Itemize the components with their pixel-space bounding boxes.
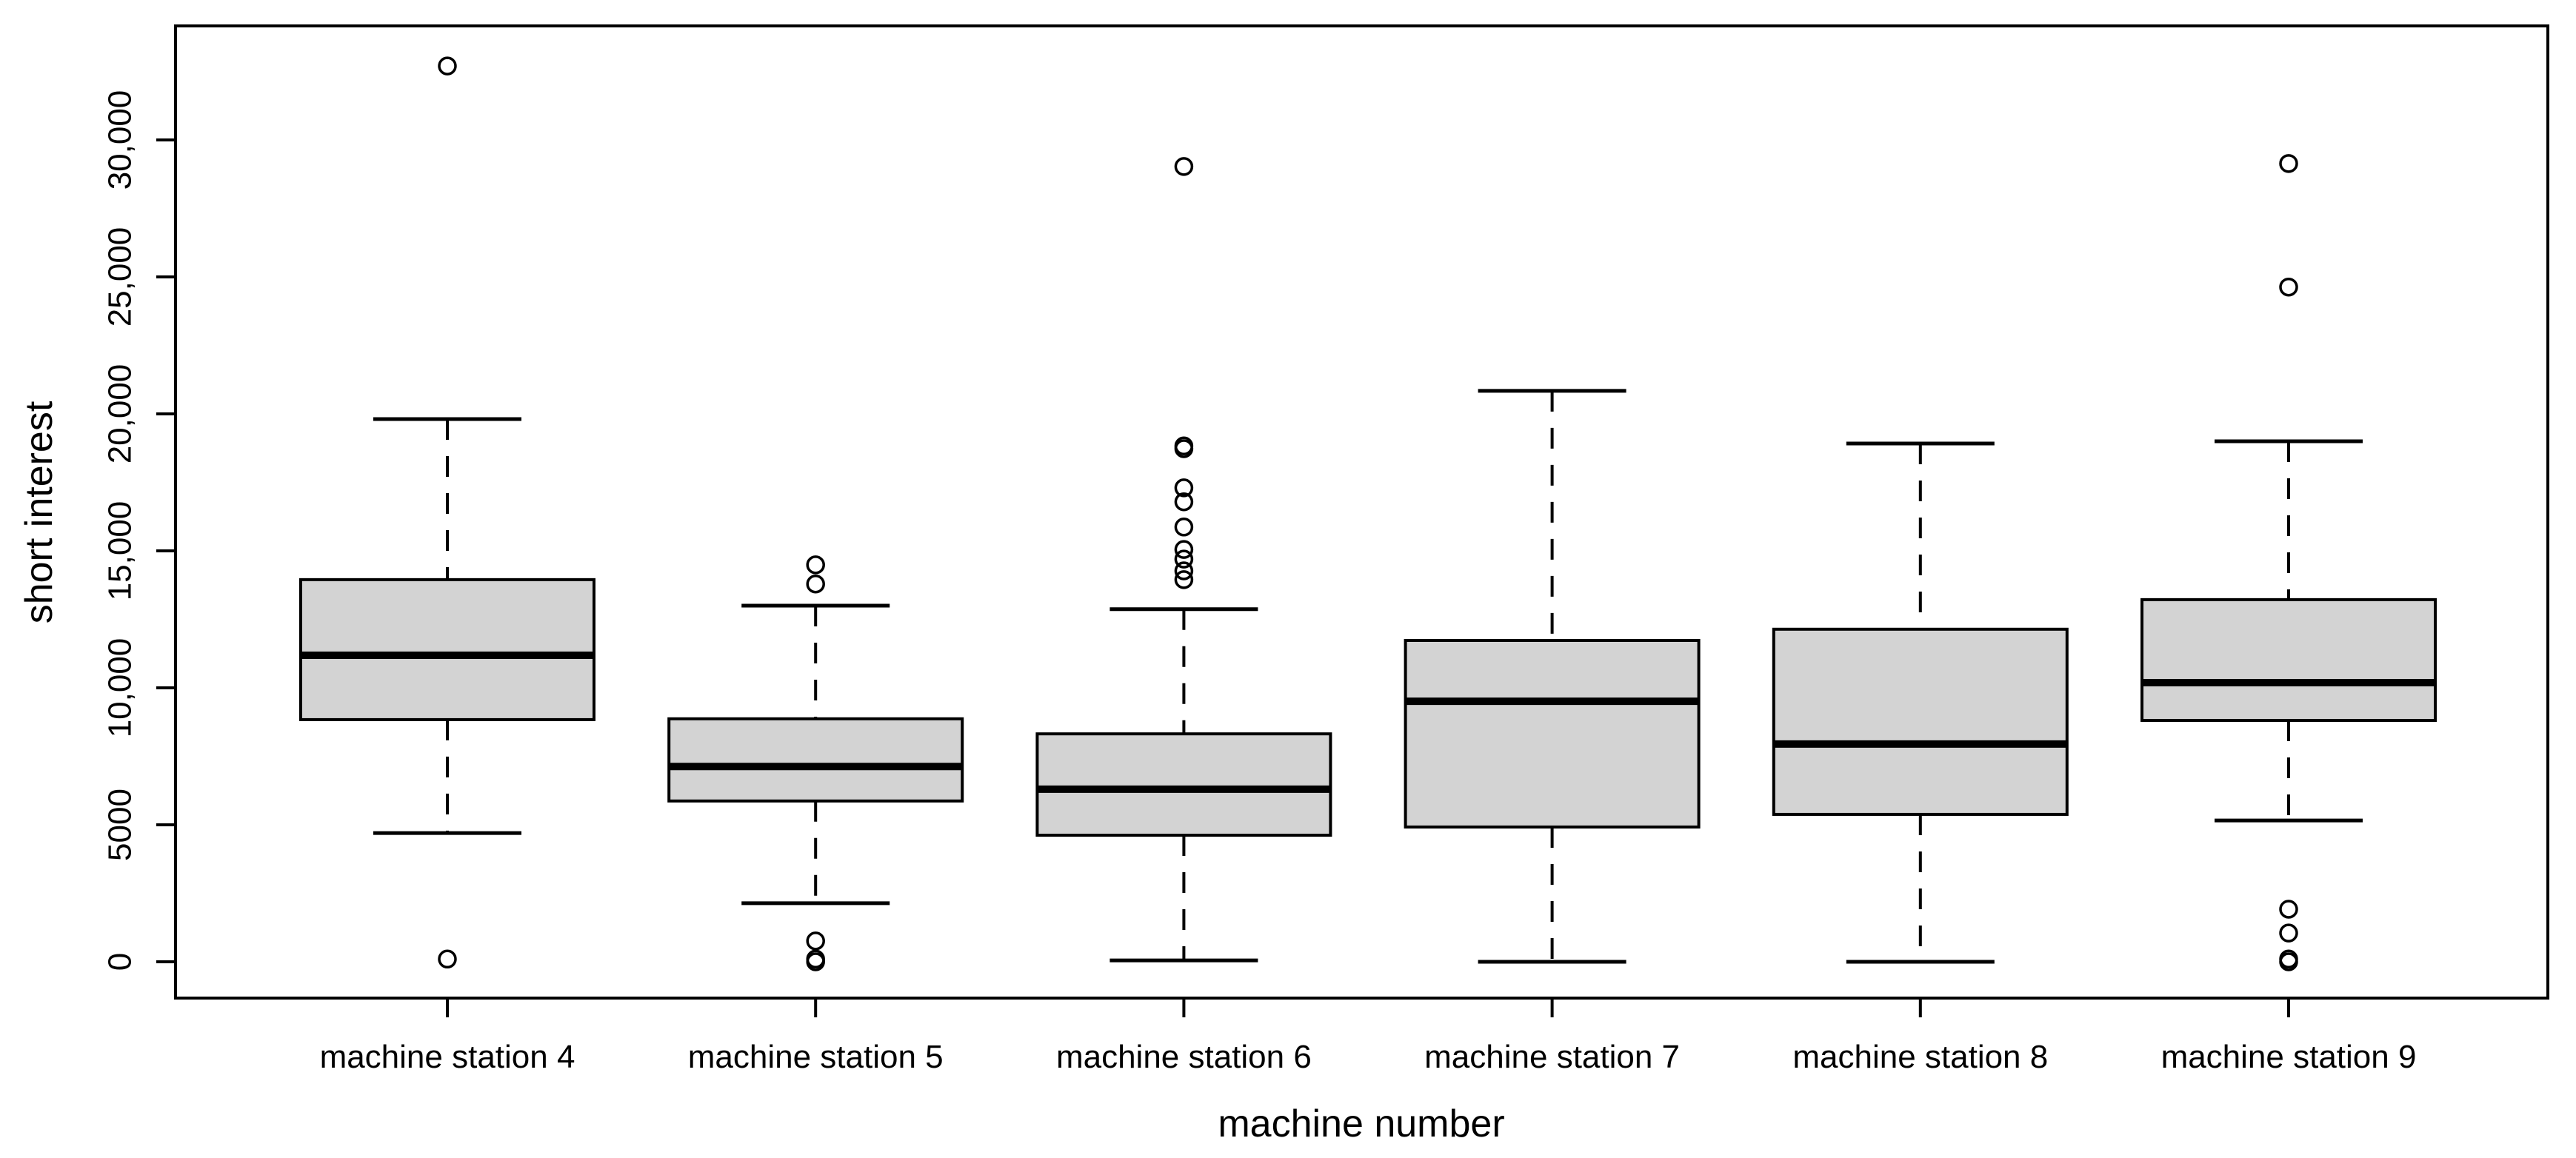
- box-marks-layer: [299, 56, 2437, 971]
- iqr-box: [1772, 627, 2069, 816]
- y-axis-title: short interest: [18, 401, 61, 623]
- outlier-point: [1174, 157, 1194, 176]
- y-tick-label: 10,000: [102, 638, 139, 738]
- iqr-box: [299, 578, 595, 721]
- outlier-point: [1174, 549, 1194, 569]
- x-category-label: machine station 7: [1424, 1039, 1680, 1075]
- x-category-label: machine station 8: [1792, 1039, 2048, 1075]
- outlier-point: [1174, 492, 1194, 512]
- outlier-point: [2279, 154, 2298, 173]
- y-tick-label: 20,000: [102, 364, 139, 464]
- axes-layer: 0 5000 10,000 15,000 20,000 25,000 30,000 machi…: [102, 24, 2549, 1075]
- x-category-label: machine station 9: [2161, 1039, 2417, 1075]
- outlier-point: [2279, 277, 2298, 297]
- outlier-point: [2279, 923, 2298, 943]
- outlier-point: [806, 952, 825, 971]
- outlier-point: [806, 931, 825, 951]
- y-tick-label: 25,000: [102, 227, 139, 327]
- outlier-point: [1174, 439, 1194, 458]
- y-tick-label: 5000: [102, 789, 139, 861]
- outlier-point: [806, 555, 825, 575]
- outlier-point: [438, 949, 457, 969]
- iqr-box: [2140, 598, 2437, 723]
- y-tick-label: 0: [102, 953, 139, 971]
- outlier-point: [438, 56, 457, 76]
- iqr-box: [667, 717, 964, 803]
- outlier-point: [806, 575, 825, 594]
- outlier-point: [2279, 900, 2298, 919]
- x-category-label: machine station 4: [320, 1039, 575, 1075]
- x-category-label: machine station 5: [688, 1039, 944, 1075]
- y-tick-label: 30,000: [102, 90, 139, 190]
- plot-border: [174, 24, 2549, 1000]
- outlier-point: [1174, 540, 1194, 559]
- x-category-label: machine station 6: [1056, 1039, 1312, 1075]
- outlier-point: [2279, 952, 2298, 971]
- x-axis-title: machine number: [1218, 1102, 1504, 1145]
- outlier-point: [1174, 570, 1194, 589]
- outlier-point: [1174, 561, 1194, 580]
- outlier-point: [1174, 478, 1194, 498]
- outlier-point: [1174, 518, 1194, 537]
- iqr-box: [1404, 638, 1701, 829]
- iqr-box: [1035, 732, 1332, 837]
- y-tick-label: 15,000: [102, 501, 139, 601]
